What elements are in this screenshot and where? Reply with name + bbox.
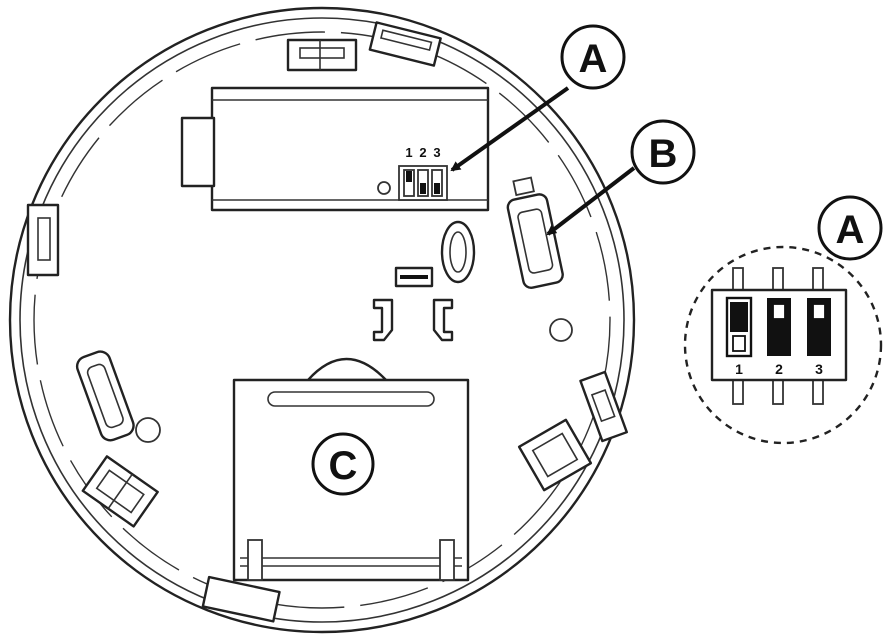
left-mounting-pin bbox=[135, 417, 161, 443]
inset-switch-3 bbox=[807, 298, 831, 356]
track-ring bbox=[33, 31, 611, 609]
rim-clip-right bbox=[579, 370, 628, 443]
svg-text:A: A bbox=[579, 37, 608, 81]
main-dip-number-1: 1 bbox=[405, 145, 412, 160]
main-dip-switch bbox=[398, 165, 448, 201]
callout-inset-a: A bbox=[817, 195, 883, 261]
tamper-switch bbox=[506, 176, 564, 289]
housing-screw-hole bbox=[377, 181, 391, 195]
inset-switch-1 bbox=[725, 296, 753, 358]
inset-dip-number-2: 2 bbox=[775, 361, 783, 377]
rim-clip-bottom bbox=[201, 575, 281, 623]
locating-pin bbox=[549, 318, 573, 342]
callout-b: B bbox=[630, 119, 696, 185]
rim-clip-left bbox=[26, 203, 60, 277]
callout-c: C bbox=[311, 432, 375, 496]
left-mounting-slot bbox=[75, 350, 135, 442]
oval-opening bbox=[440, 220, 476, 284]
svg-text:B: B bbox=[649, 132, 678, 176]
detector-base: 1 2 3 bbox=[8, 6, 636, 634]
rim-clip-top-right bbox=[368, 21, 442, 67]
arrow-a bbox=[450, 86, 570, 172]
svg-text:C: C bbox=[329, 444, 358, 488]
centre-connector bbox=[394, 266, 434, 288]
arrow-b bbox=[546, 166, 636, 236]
main-dip-number-3: 3 bbox=[433, 145, 440, 160]
inset-dip-detail: 1 2 3 bbox=[683, 245, 883, 445]
inset-switch-2 bbox=[767, 298, 791, 356]
rim-clip-bottom-left bbox=[81, 455, 159, 528]
inset-dip-number-1: 1 bbox=[735, 361, 743, 377]
inset-dip-number-3: 3 bbox=[815, 361, 823, 377]
bracket-clips bbox=[372, 298, 454, 342]
rim-clip-top bbox=[286, 38, 358, 72]
rim-clip-right-lower bbox=[517, 418, 593, 492]
callout-a: A bbox=[560, 24, 626, 90]
main-dip-number-2: 2 bbox=[419, 145, 426, 160]
inner-ring bbox=[19, 17, 625, 623]
outer-ring bbox=[8, 6, 636, 634]
svg-text:A: A bbox=[836, 208, 865, 252]
